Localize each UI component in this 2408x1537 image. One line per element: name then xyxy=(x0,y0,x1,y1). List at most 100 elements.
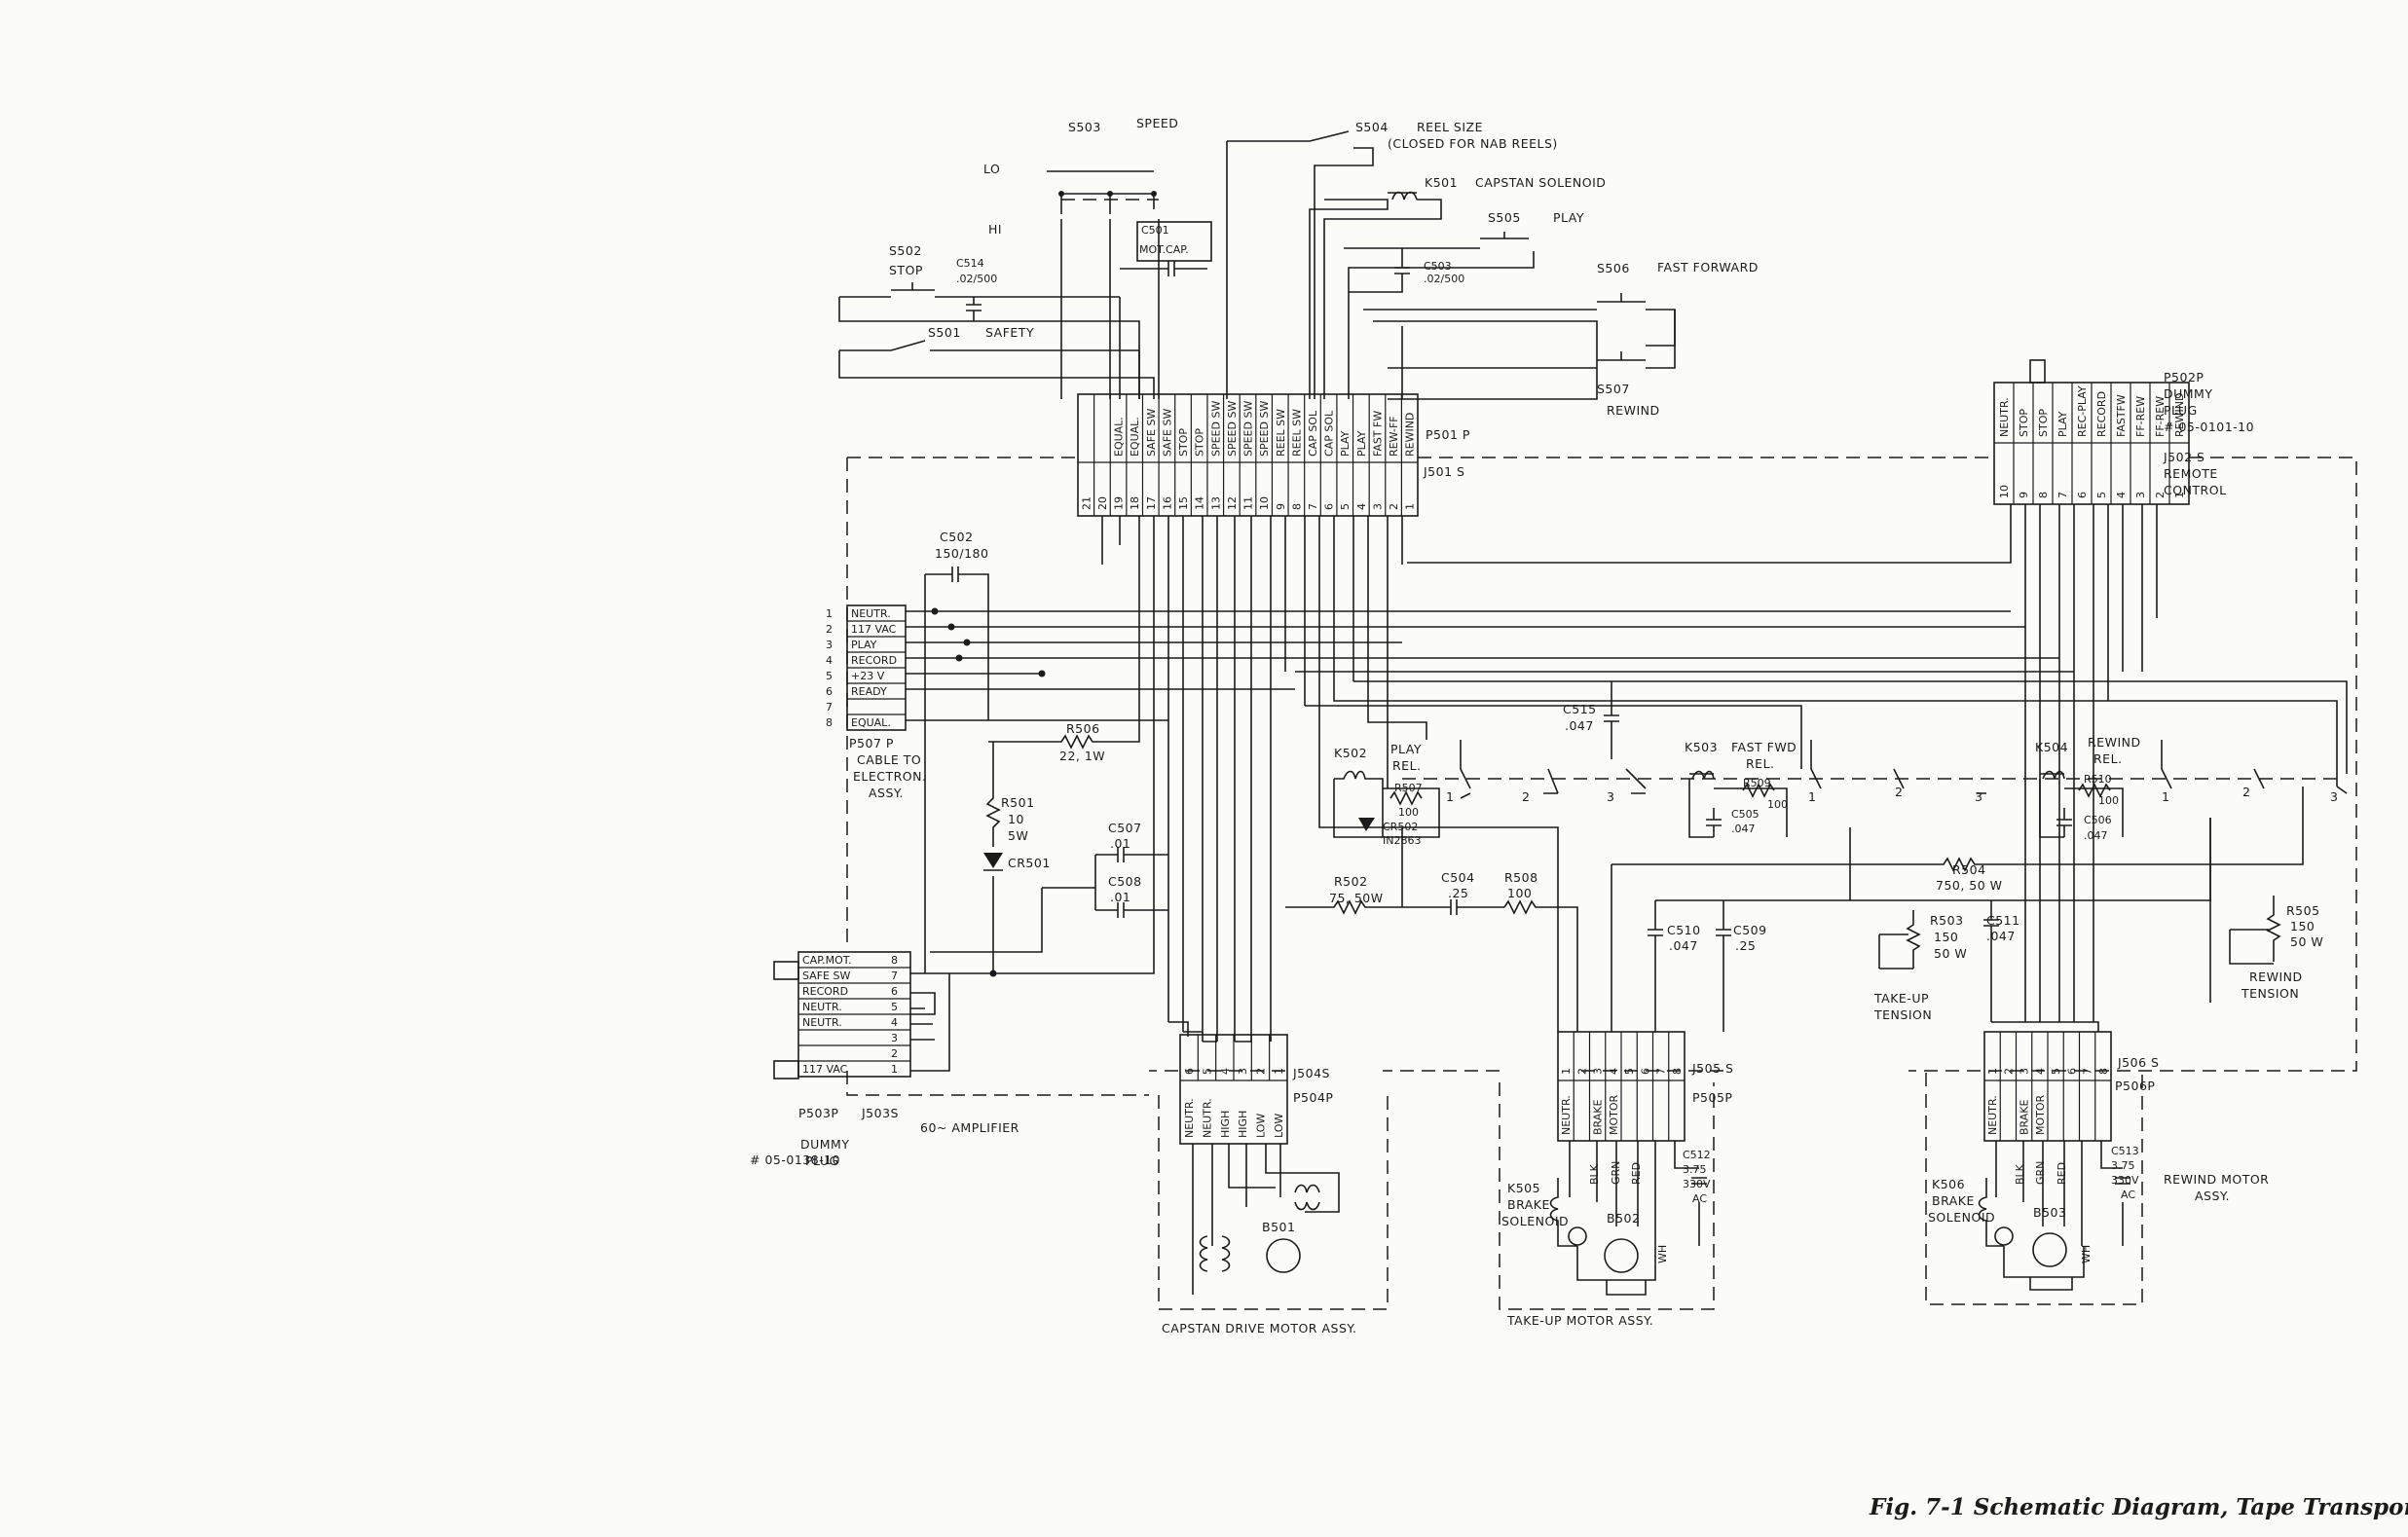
j505-pin-label: NEUTR. xyxy=(1560,1095,1573,1135)
j503-pin-number: 1 xyxy=(891,1063,898,1076)
r501-label: R501 xyxy=(1001,795,1035,810)
p507-pin-number: 1 xyxy=(826,607,833,620)
r508-resistor xyxy=(1503,899,1578,993)
r508-label: R508 xyxy=(1504,870,1538,885)
k501-label: K501 xyxy=(1425,175,1458,190)
rewind-motor-wires xyxy=(1995,1141,2124,1246)
takeup-tension1: TAKE-UP xyxy=(1873,991,1929,1006)
k506-name3: SOLENOID xyxy=(1928,1210,1995,1225)
j505-wire-wh: WH xyxy=(1656,1245,1669,1263)
j503-pin-number: 8 xyxy=(891,954,898,967)
c514-label: C514 xyxy=(956,257,984,270)
j502-jack-label: J502 S xyxy=(2163,450,2204,464)
c510-label: C510 xyxy=(1667,923,1701,937)
p507-pin-number: 3 xyxy=(826,639,833,651)
c501-value: MOT.CAP. xyxy=(1139,243,1189,256)
j503-jack-label: J503S xyxy=(861,1106,899,1120)
j506-feed xyxy=(1990,621,2211,1032)
k503-contact-1: 1 xyxy=(1808,789,1816,804)
k504-contacts xyxy=(2161,740,2348,794)
p501-pin-label: REWIND xyxy=(1404,413,1417,457)
p507-pin-label: +23 V xyxy=(851,670,885,682)
takeup-motor-leads xyxy=(1576,1246,1656,1296)
left-power-components: C502 150/180 R506 22, 1W R501 10 5W CR50… xyxy=(910,530,1155,977)
b501-motor xyxy=(1266,1238,1301,1273)
k504-contact-3: 3 xyxy=(2330,789,2338,804)
k502-contacts xyxy=(1460,740,1647,799)
cr501-label: CR501 xyxy=(1008,856,1051,870)
c506-capacitor xyxy=(2056,808,2072,837)
j505-plug-label: P505P xyxy=(1692,1090,1732,1105)
capstan-assy-boundary xyxy=(1158,1095,1389,1310)
j503-pin-label: NEUTR. xyxy=(802,1001,842,1013)
k505-name2: BRAKE xyxy=(1507,1197,1550,1212)
c514-value: .02/500 xyxy=(956,273,997,285)
p502-pin-label: REWIND xyxy=(2173,393,2186,437)
p507-pin-label: RECORD xyxy=(851,654,897,667)
c511-capacitor xyxy=(1983,900,1999,978)
c512-capacitor xyxy=(1691,1177,1707,1185)
c505-capacitor xyxy=(1706,808,1722,837)
p501-pin-label: CAP SOL xyxy=(1307,410,1319,457)
p507-bus-wires xyxy=(906,610,2059,721)
b503-motor xyxy=(2032,1232,2067,1267)
c505-label: C505 xyxy=(1731,808,1760,821)
j505-pin-number: 8 xyxy=(1671,1068,1684,1075)
k505-label: K505 xyxy=(1507,1181,1540,1195)
k503-contact-2: 2 xyxy=(1895,785,1903,799)
c513-value3: AC xyxy=(2121,1189,2135,1201)
j505-pin-label: MOTOR xyxy=(1608,1094,1620,1135)
r502-resistor xyxy=(1285,827,1446,915)
j506-wire-grn: GRN xyxy=(2034,1161,2047,1185)
p501-pin-number: 6 xyxy=(1323,503,1336,510)
p501-pin-label: SAFE SW xyxy=(1161,409,1173,457)
r510-value: 100 xyxy=(2098,794,2119,807)
p501-plug-label: P501 P xyxy=(1426,427,1470,442)
b502-label: B502 xyxy=(1607,1211,1640,1226)
c510-value: .047 xyxy=(1669,938,1698,953)
k503-relay-coil xyxy=(1688,770,1788,838)
c509-capacitor xyxy=(1716,900,1731,993)
j503-wires xyxy=(910,973,950,1072)
j506-pin-number: 4 xyxy=(2034,1068,2047,1075)
k501-name: CAPSTAN SOLENOID xyxy=(1475,175,1606,190)
b502-motor xyxy=(1604,1238,1639,1273)
p501-pin-number: 4 xyxy=(1355,503,1368,510)
p501-pin-number: 19 xyxy=(1113,496,1126,510)
r507-label: R507 xyxy=(1394,782,1423,794)
j503-pin-label: NEUTR. xyxy=(802,1016,842,1029)
j503-pin-number: 4 xyxy=(891,1016,898,1029)
s502-name: STOP xyxy=(889,263,923,277)
s503-name: SPEED xyxy=(1136,116,1178,130)
p502-pin-number: 9 xyxy=(2018,492,2030,498)
s505-switch-wiring xyxy=(1344,232,1535,399)
p502-pin-label: REC-PLAY xyxy=(2076,385,2089,437)
k503-label: K503 xyxy=(1685,740,1718,754)
c510-capacitor xyxy=(1648,900,1663,993)
k502-relay-coil xyxy=(1333,770,1440,838)
r501-value1: 10 xyxy=(1008,812,1024,826)
p501-pin-label: REEL SW xyxy=(1290,409,1303,457)
top-switch-area: S503 SPEED LO HI C501 MOT.CAP. S504 REEL… xyxy=(838,116,1758,418)
p507-name1: P507 P xyxy=(849,736,894,750)
k504-name2: REL. xyxy=(2093,751,2123,766)
p502-pin-label: FASTFW xyxy=(2115,394,2128,437)
c508-capacitor xyxy=(930,887,1168,953)
j506-pin-number: 1 xyxy=(1986,1068,1999,1075)
r505-value2: 50 W xyxy=(2290,934,2323,949)
k503-contacts xyxy=(1810,740,1986,794)
p501-pin-label: EQUAL. xyxy=(1113,417,1126,457)
cr502-diode xyxy=(1358,818,1375,831)
j503-pin-number: 3 xyxy=(891,1032,898,1044)
p502-pin-number: 4 xyxy=(2115,492,2128,498)
s501-name: SAFETY xyxy=(985,325,1034,340)
r502-label: R502 xyxy=(1334,874,1368,889)
j506-pin-label: MOTOR xyxy=(2034,1094,2047,1135)
p502-pin-label: FF-REW xyxy=(2134,396,2147,437)
j504-feed xyxy=(1168,1021,1272,1043)
p501-pin-label: SAFE SW xyxy=(1145,409,1158,457)
takeup-motor-wires xyxy=(1569,1141,1700,1246)
